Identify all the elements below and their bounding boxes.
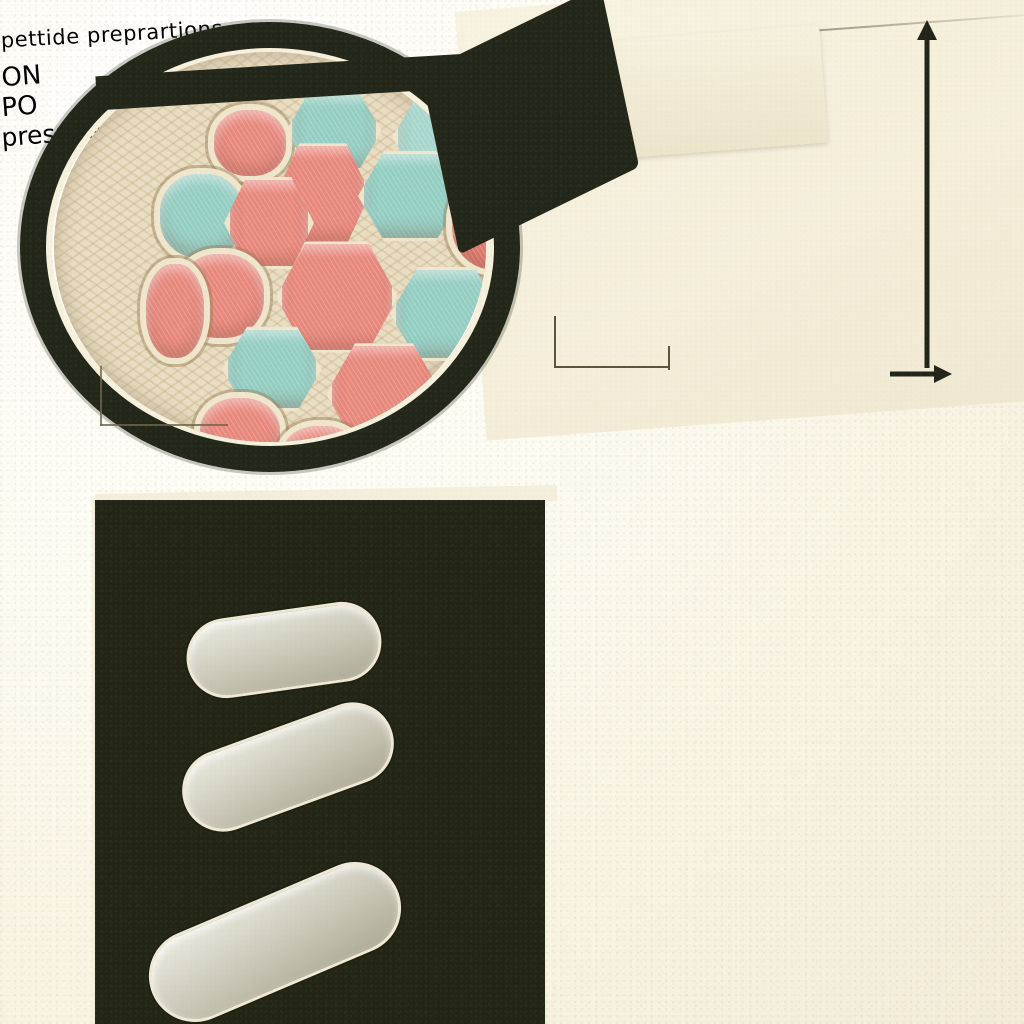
reaction-arrow-right bbox=[890, 365, 952, 383]
axis-tick-horizontal bbox=[100, 424, 228, 426]
axis-tick-vertical bbox=[100, 366, 102, 426]
midfield-rule-horizontal bbox=[554, 366, 670, 368]
muscle-fascicle bbox=[194, 392, 286, 442]
muscle-fascicle bbox=[208, 104, 292, 182]
muscle-fascicle bbox=[140, 258, 210, 364]
microscope-field bbox=[54, 52, 486, 442]
reaction-arrow-up bbox=[917, 20, 937, 368]
muscle-fascicle-group bbox=[54, 52, 486, 442]
midfield-rule-vertical bbox=[554, 316, 556, 368]
midfield-rule-corner bbox=[668, 346, 670, 370]
muscle-fascicle bbox=[438, 358, 486, 442]
